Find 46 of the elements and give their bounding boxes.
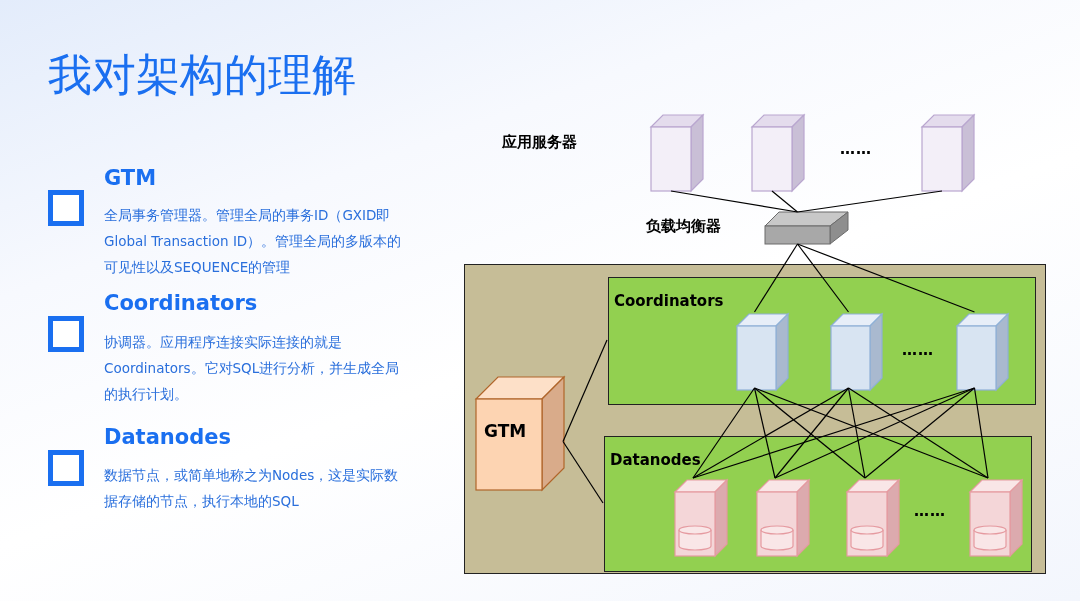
database-server-drawing [757,480,809,556]
server-drawing [957,314,1008,390]
connector-line [771,190,799,213]
connector-line [864,387,976,479]
page-title: 我对架构的理解 [48,48,356,102]
connector-line [774,387,850,479]
server-drawing [831,314,882,390]
connector-line [692,387,756,479]
connector-line [847,387,866,479]
group-panel [604,436,1032,572]
description-text: 协调器。应用程序连接实际连接的就是Coordinators。它对SQL进行分析，并生成全局的执行计划。 [104,333,401,404]
ellipsis-text: …… [914,502,946,520]
connector-line [847,387,989,479]
description-text: 全局事务管理器。管理全局的事务ID（GXID即Global Transaction ID）。管理全局的多版本的可见性以及SEQUENCE的管理 [104,206,403,277]
section-heading: Coordinators [104,291,258,315]
group-panel [608,277,1036,405]
database-server-drawing [970,480,1022,556]
server-drawing [651,115,703,191]
connector-line [796,190,943,213]
connector-line [973,387,989,479]
diagram-label: 负载均衡器 [646,217,721,236]
server-drawing [752,115,804,191]
load-balancer-drawing [765,212,848,244]
node-label: GTM [484,421,527,441]
connector-line [562,440,604,504]
ellipsis-text: …… [840,140,872,158]
connector-line [562,339,608,443]
panel-heading: Coordinators [614,292,724,310]
connector-line [753,243,799,313]
database-server-drawing [675,480,727,556]
container-panel [464,264,1046,574]
connector-line [753,387,776,479]
connector-line [753,387,866,479]
panel-heading: Datanodes [610,451,701,469]
connector-line [692,387,850,479]
connector-line [796,243,850,313]
section-heading: Datanodes [104,425,231,449]
connector-line [796,243,976,313]
server-drawing [737,314,788,390]
server-drawing [922,115,974,191]
description-text: 数据节点，或简单地称之为Nodes，这是实际数据存储的节点，执行本地的SQL [104,466,400,511]
ellipsis-text: …… [902,341,934,359]
connector-line [670,190,799,213]
database-server-drawing [847,480,899,556]
section-heading: GTM [104,166,157,190]
diagram-label: 应用服务器 [502,133,577,152]
